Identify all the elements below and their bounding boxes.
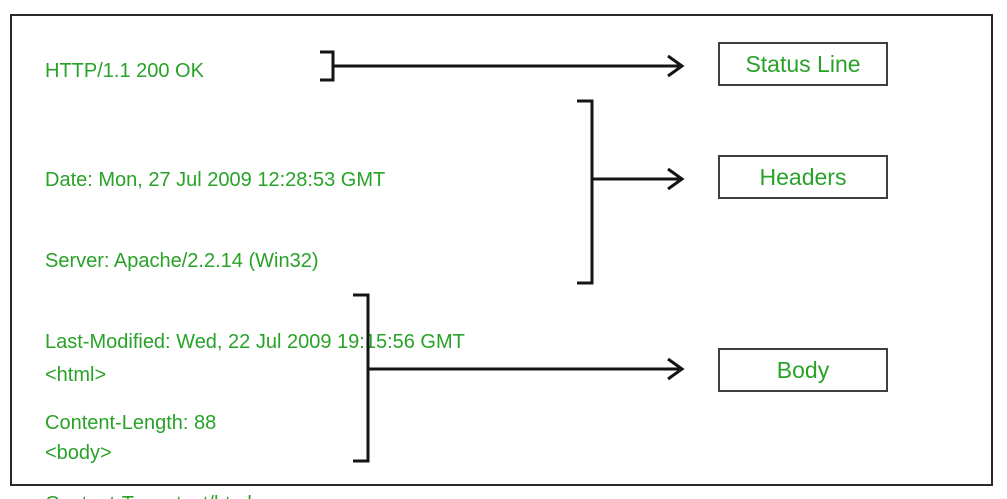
header-line: Content-Length: 88 — [45, 412, 217, 434]
body-line: <body> — [45, 442, 112, 464]
body-label: Body — [776, 356, 830, 383]
body-line: <html> — [45, 364, 107, 386]
headers-label-box: Headers — [718, 155, 888, 199]
body-label-box: Body — [718, 348, 888, 392]
header-line: Content-Type: text/html — [45, 491, 465, 499]
status-line-label-box: Status Line — [718, 42, 888, 86]
status-line-text: HTTP/1.1 200 OK — [45, 60, 204, 82]
body-block: <html> <body> <h1>Hello, World!</h1> </b… — [45, 310, 256, 499]
diagram-frame — [10, 14, 993, 486]
header-line: Server: Apache/2.2.14 (Win32) — [45, 250, 319, 272]
header-line: Date: Mon, 27 Jul 2009 12:28:53 GMT — [45, 169, 386, 191]
headers-label: Headers — [759, 163, 847, 190]
status-line-label: Status Line — [745, 50, 861, 77]
